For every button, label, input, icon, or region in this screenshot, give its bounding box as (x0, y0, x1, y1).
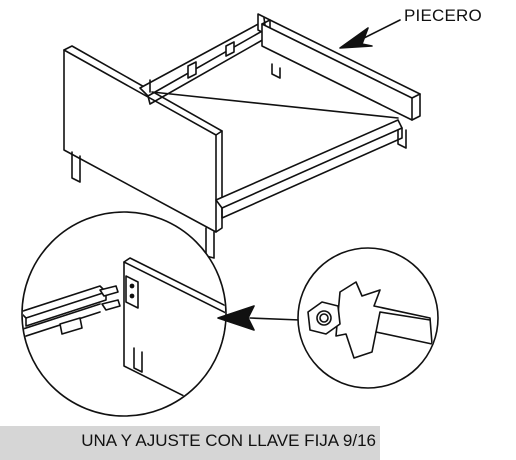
caption-text: UNA Y AJUSTE CON LLAVE FIJA 9/16 (81, 431, 376, 450)
callout-label: PIECERO (404, 6, 482, 25)
wrench-detail-circle (297, 247, 439, 389)
pointer-arrow (339, 19, 401, 49)
pointer-arrow (217, 305, 301, 331)
caption-bar (0, 426, 380, 460)
bed-frame-illustration (63, 13, 421, 259)
